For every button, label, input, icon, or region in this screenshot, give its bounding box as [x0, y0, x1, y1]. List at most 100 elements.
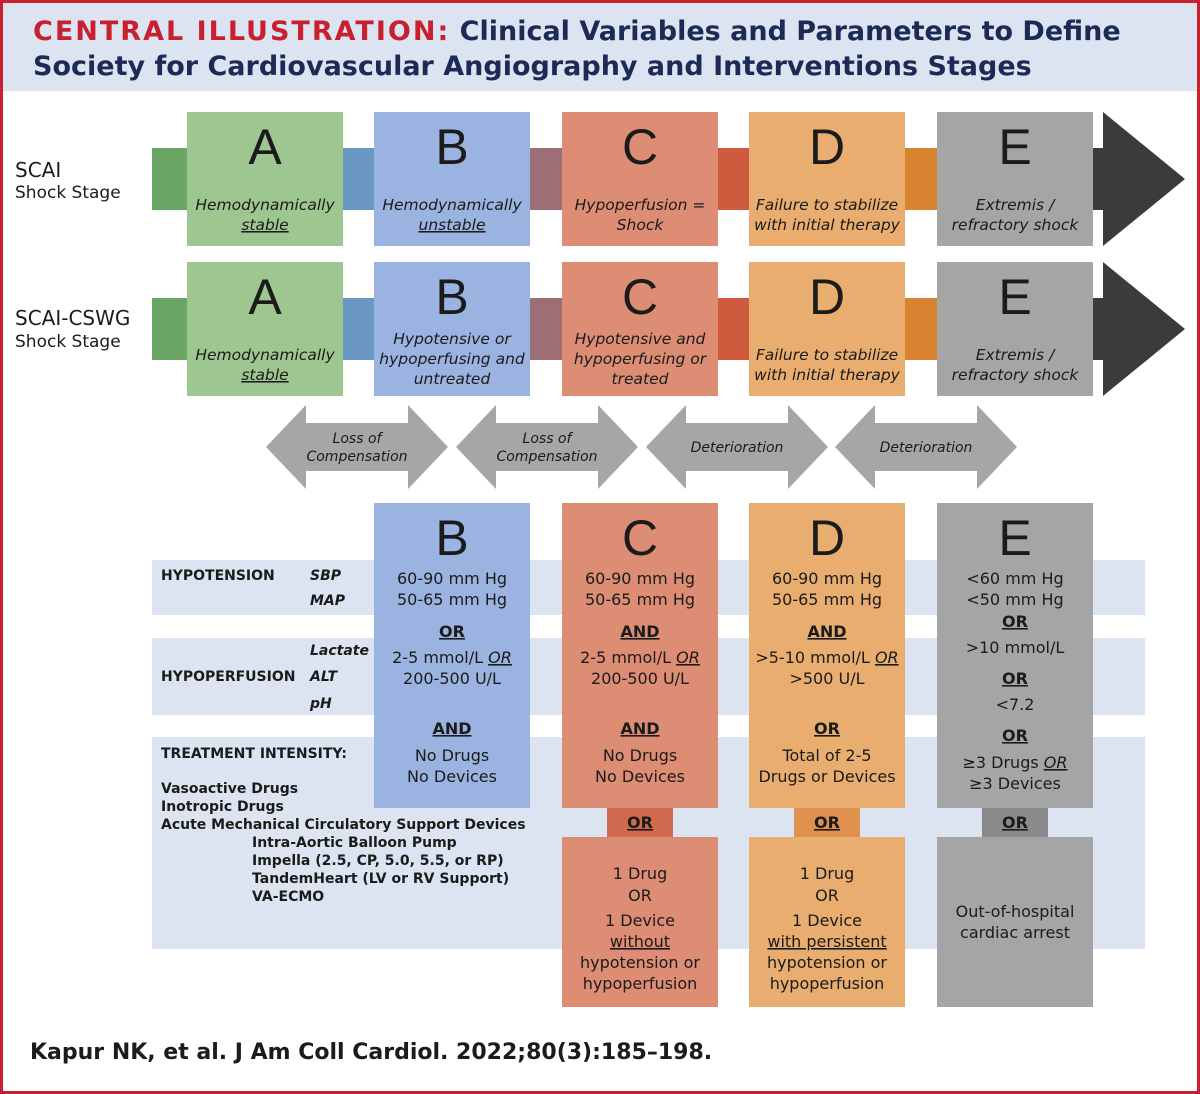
alternate-criteria-line: 1 Drug — [800, 864, 854, 883]
label-treatment-intensity: TREATMENT INTENSITY: — [161, 746, 347, 762]
label-lactate: Lactate — [310, 643, 369, 659]
criteria-line: AND — [620, 622, 659, 641]
alternate-criteria-line: OR — [815, 886, 839, 905]
header-banner: CENTRAL ILLUSTRATION: Clinical Variables… — [3, 3, 1197, 91]
bar-start-segment — [152, 148, 187, 210]
stage-description: Hypoperfusion = — [575, 196, 706, 214]
stage-box-fill — [937, 262, 1093, 396]
alternate-criteria-box — [562, 837, 718, 1007]
stage-letter: D — [809, 269, 845, 325]
criteria-line: ≥3 Drugs OR — [962, 753, 1067, 772]
bar-connector-4 — [905, 148, 937, 210]
device-item: Intra-Aortic Balloon Pump — [252, 835, 457, 851]
treatment-item: Inotropic Drugs — [161, 799, 284, 815]
double-arrow-icon — [646, 405, 828, 489]
bar-connector-4 — [905, 298, 937, 360]
stage-description: Extremis / — [976, 346, 1056, 364]
or-connector-label: OR — [1002, 813, 1028, 832]
transition-arrow-4: Deterioration — [835, 405, 1017, 489]
treatment-item: Vasoactive Drugs — [161, 781, 298, 797]
stage-description: stable — [241, 366, 288, 384]
stage-letter: D — [809, 119, 845, 175]
stage-box-fill — [749, 112, 905, 246]
stage-description: Hypotensive and — [575, 330, 706, 348]
citation: Kapur NK, et al. J Am Coll Cardiol. 2022… — [30, 1040, 713, 1065]
stage-description: with initial therapy — [754, 216, 901, 234]
or-connector-label: OR — [627, 813, 653, 832]
criteria-line: 200-500 U/L — [591, 669, 689, 688]
stage-box-fill — [937, 112, 1093, 246]
criteria-box — [937, 503, 1093, 808]
criteria-line: >500 U/L — [789, 669, 864, 688]
criteria-column-D: DOR — [749, 503, 905, 1007]
header-title-line-2: Society for Cardiovascular Angiography a… — [33, 51, 1032, 82]
alternate-criteria-line: 1 Device — [792, 911, 862, 930]
criteria-line: 60-90 mm Hg — [772, 569, 882, 588]
alternate-criteria-box — [749, 837, 905, 1007]
criteria-line: AND — [620, 719, 659, 738]
stage-letter: A — [248, 119, 282, 175]
stage-description: Failure to stabilize — [756, 346, 898, 364]
transition-label: Compensation — [496, 449, 597, 465]
stage-box-fill — [374, 262, 530, 396]
stage-letter: B — [435, 269, 468, 325]
criteria-line: OR — [1002, 612, 1028, 631]
row-label-main: SCAI — [15, 158, 61, 182]
label-sbp: SBP — [310, 568, 342, 584]
header-line-1: CENTRAL ILLUSTRATION: Clinical Variables… — [33, 16, 1121, 48]
stage-box-fill — [374, 112, 530, 246]
treatment-item: Acute Mechanical Circulatory Support Dev… — [161, 817, 526, 833]
arrow-shaft — [1093, 148, 1105, 210]
criteria-line: ≥3 Devices — [969, 774, 1061, 793]
criteria-line: 200-500 U/L — [403, 669, 501, 688]
bar-connector-1 — [343, 298, 374, 360]
criteria-line: 50-65 mm Hg — [772, 590, 882, 609]
alternate-criteria-box — [937, 837, 1093, 1007]
stage-description: Shock — [617, 216, 665, 234]
criteria-line: AND — [807, 622, 846, 641]
criteria-line: OR — [814, 719, 840, 738]
criteria-line: No Drugs — [415, 746, 489, 765]
stage-letter: C — [622, 269, 658, 325]
criteria-line: 2-5 mmol/L OR — [580, 648, 700, 667]
stage-description: treated — [612, 370, 669, 388]
double-arrow-icon — [456, 405, 638, 489]
stage-description: Hemodynamically — [195, 196, 335, 214]
arrow-shaft — [1093, 298, 1105, 360]
double-arrow-icon — [266, 405, 448, 489]
criteria-box — [562, 503, 718, 808]
transition-label: Deterioration — [880, 440, 973, 456]
criteria-column-E: EOR — [937, 503, 1093, 1007]
bar-connector-1 — [343, 148, 374, 210]
criteria-line: <7.2 — [996, 695, 1035, 714]
criteria-letter: B — [435, 510, 468, 566]
criteria-line: <60 mm Hg — [966, 569, 1063, 588]
transition-label: Compensation — [306, 449, 407, 465]
bar-connector-2 — [530, 148, 562, 210]
criteria-line: 50-65 mm Hg — [585, 590, 695, 609]
label-ph: pH — [309, 696, 332, 712]
criteria-line: Total of 2-5 — [781, 746, 871, 765]
criteria-line: OR — [439, 622, 465, 641]
transition-label: Loss of — [333, 431, 384, 447]
label-alt: ALT — [309, 669, 338, 685]
stage-box-fill — [562, 112, 718, 246]
criteria-line: OR — [1002, 726, 1028, 745]
criteria-line: >10 mmol/L — [966, 638, 1065, 657]
criteria-line: <50 mm Hg — [966, 590, 1063, 609]
stage-description: hypoperfusing and — [379, 350, 525, 368]
criteria-line: No Devices — [407, 767, 497, 786]
alternate-criteria-line: hypotension or — [580, 953, 700, 972]
stage-box-fill — [187, 112, 343, 246]
device-item: TandemHeart (LV or RV Support) — [252, 871, 509, 887]
